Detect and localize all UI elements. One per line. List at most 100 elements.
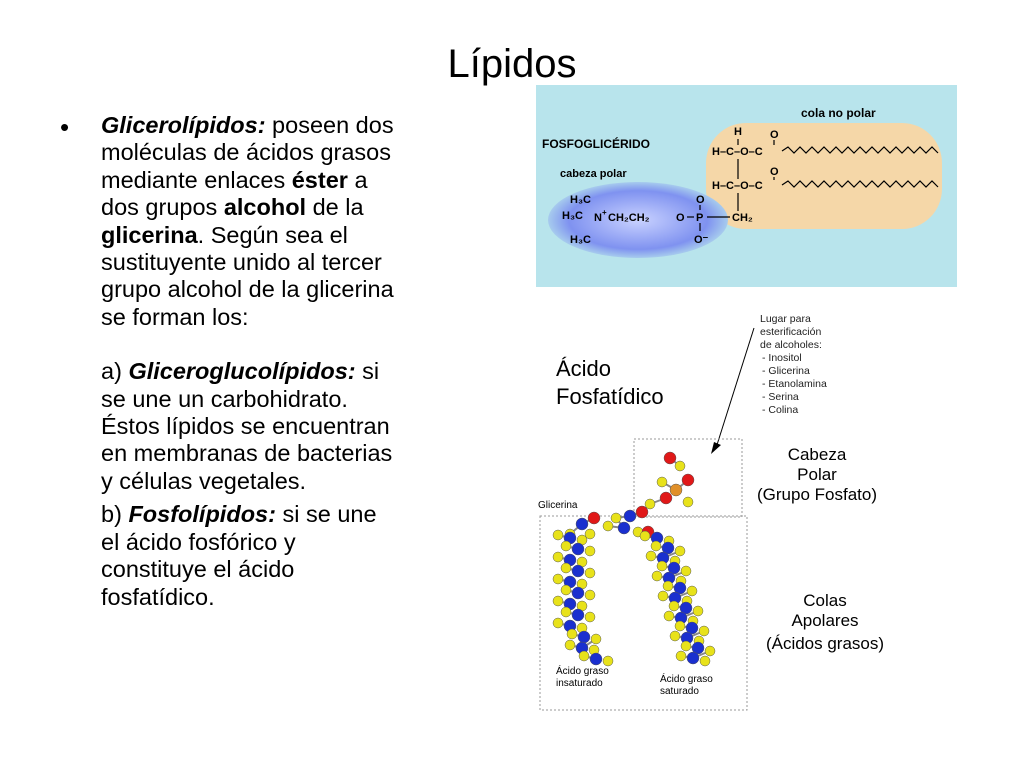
atom-h-top: H: [734, 126, 742, 138]
hydrogen-atom: [674, 620, 686, 632]
oxygen-atom: [587, 511, 601, 525]
atom-o-minus: O⁻: [694, 234, 709, 246]
hydrogen-atom: [650, 540, 662, 552]
carbon-atom: [673, 581, 687, 595]
atom-o-phosphoryl: O: [696, 194, 705, 206]
oxygen-atom: [663, 451, 677, 465]
hydrogen-atom: [656, 560, 668, 572]
carbon-atom: [571, 542, 585, 556]
carbon-atom: [571, 564, 585, 578]
unsat-line-2: insaturado: [556, 678, 603, 689]
hydrogen-atom: [552, 617, 564, 629]
formula-group: H O H–C–O–C O H–C–O–C H₃C H₃C N + CH₂CH₂…: [562, 126, 779, 246]
note-line-8: - Colina: [762, 404, 798, 416]
hydrogen-atom: [610, 512, 622, 524]
hydrogen-atom: [692, 605, 704, 617]
hydrogen-atom: [662, 580, 674, 592]
carbon-atom: [571, 586, 585, 600]
glicerolipidos-paragraph: Glicerolípidos: poseen dos moléculas de …: [101, 112, 401, 331]
tail-line-3: (Ácidos grasos): [766, 634, 884, 653]
pointer-arrowhead: [711, 442, 721, 454]
carbon-atom: [623, 509, 637, 523]
atom-p: P: [696, 212, 703, 224]
hydrogen-atom: [645, 550, 657, 562]
a-label: a): [101, 358, 129, 385]
carbon-atom: [679, 601, 693, 615]
hydrogen-atom: [560, 540, 572, 552]
head-label: cabeza polar: [560, 168, 627, 180]
sat-line-2: saturado: [660, 686, 699, 697]
hydrogen-atom: [584, 528, 596, 540]
intro-text-3: de la: [306, 194, 364, 221]
atom-n: N: [594, 212, 602, 224]
carbon-atom: [571, 608, 585, 622]
note-line-1: Lugar para: [760, 313, 811, 325]
tail-box: [539, 515, 748, 711]
gliceroglucolipidos-paragraph: a) Gliceroglucolípidos: si se une un car…: [101, 358, 401, 495]
hydrogen-atom: [578, 650, 590, 662]
carbon-atom: [577, 630, 591, 644]
tail-line-1: Colas: [803, 591, 846, 610]
slide-title: Lípidos: [447, 42, 577, 86]
oxygen-atom: [659, 491, 673, 505]
ethylene: CH₂CH₂: [608, 212, 650, 224]
hydrogen-atom: [590, 633, 602, 645]
hydrogen-atom: [560, 606, 572, 618]
hydrogen-atom: [668, 600, 680, 612]
head-box: [633, 438, 743, 518]
carbon-atom: [661, 541, 675, 555]
hydrogen-atom: [699, 655, 711, 667]
tail-caption: Colas Apolares (Ácidos grasos): [766, 591, 884, 653]
methyl-1: H₃C: [570, 194, 591, 206]
hydrogen-atom: [704, 645, 716, 657]
hydrogen-atom: [644, 498, 656, 510]
head-line-2: Polar: [797, 465, 837, 484]
carbon-atom: [685, 621, 699, 635]
b-text: si se une el ácido fosfórico y constituy…: [101, 501, 377, 610]
molecule-model: [552, 451, 716, 667]
hydrogen-atom: [639, 530, 651, 542]
fosfolipidos-paragraph: b) Fosfolípidos: si se une el ácido fosf…: [101, 501, 401, 611]
hydrogen-atom: [552, 595, 564, 607]
note-line-7: - Serina: [762, 391, 799, 403]
note-line-3: de alcoholes:: [760, 339, 822, 351]
atom-o-carbonyl-1: O: [770, 129, 779, 141]
hydrogen-atom: [674, 545, 686, 557]
glicerina-bold: glicerina: [101, 221, 198, 248]
head-caption: Cabeza Polar (Grupo Fosfato): [757, 445, 877, 504]
fosfoglicerido-title: FOSFOGLICÉRIDO: [542, 136, 650, 151]
sat-line-1: Ácido graso: [660, 672, 713, 685]
hydrogen-atom: [552, 551, 564, 563]
bond-lines: [687, 139, 939, 231]
hydrogen-atom: [584, 567, 596, 579]
carbon-atom: [691, 641, 705, 655]
acid-title-line2: Fosfatídico: [556, 384, 664, 409]
b-label: b): [101, 501, 129, 528]
note-line-5: - Glicerina: [762, 365, 810, 377]
intro-text-4: . Según sea el sustituyente unido al ter…: [101, 221, 394, 330]
alcohol-bold: alcohol: [223, 194, 307, 221]
hydrogen-atom: [675, 650, 687, 662]
carbon-atom: [589, 652, 603, 666]
hydrogen-atom: [560, 562, 572, 574]
hydrogen-atom: [584, 611, 596, 623]
intro-text-2: a dos grupos: [101, 166, 368, 221]
hydrogen-atom: [657, 590, 669, 602]
hydrogen-atom: [584, 545, 596, 557]
intro-text-1: poseen dos moléculas de ácidos grasos me…: [101, 112, 394, 193]
hydrogen-atom: [602, 655, 614, 667]
tail-region: [706, 123, 942, 229]
carbon-atom: [667, 561, 681, 575]
esterification-note: Lugar para esterificación de alcoholes: …: [760, 313, 827, 416]
hydrogen-atom: [674, 460, 686, 472]
ester-row-1: H–C–O–C: [712, 146, 763, 158]
oxygen-atom: [635, 505, 649, 519]
tail-label: cola no polar: [801, 106, 876, 120]
gliceroglucolipidos-term: Gliceroglucolípidos:: [128, 358, 356, 385]
hydrogen-atom: [680, 565, 692, 577]
hydrogen-atom: [663, 610, 675, 622]
hydrogen-atom: [698, 625, 710, 637]
hydrogen-atom: [686, 585, 698, 597]
tail-line-2: Apolares: [791, 611, 858, 630]
hydrogen-atom: [602, 520, 614, 532]
